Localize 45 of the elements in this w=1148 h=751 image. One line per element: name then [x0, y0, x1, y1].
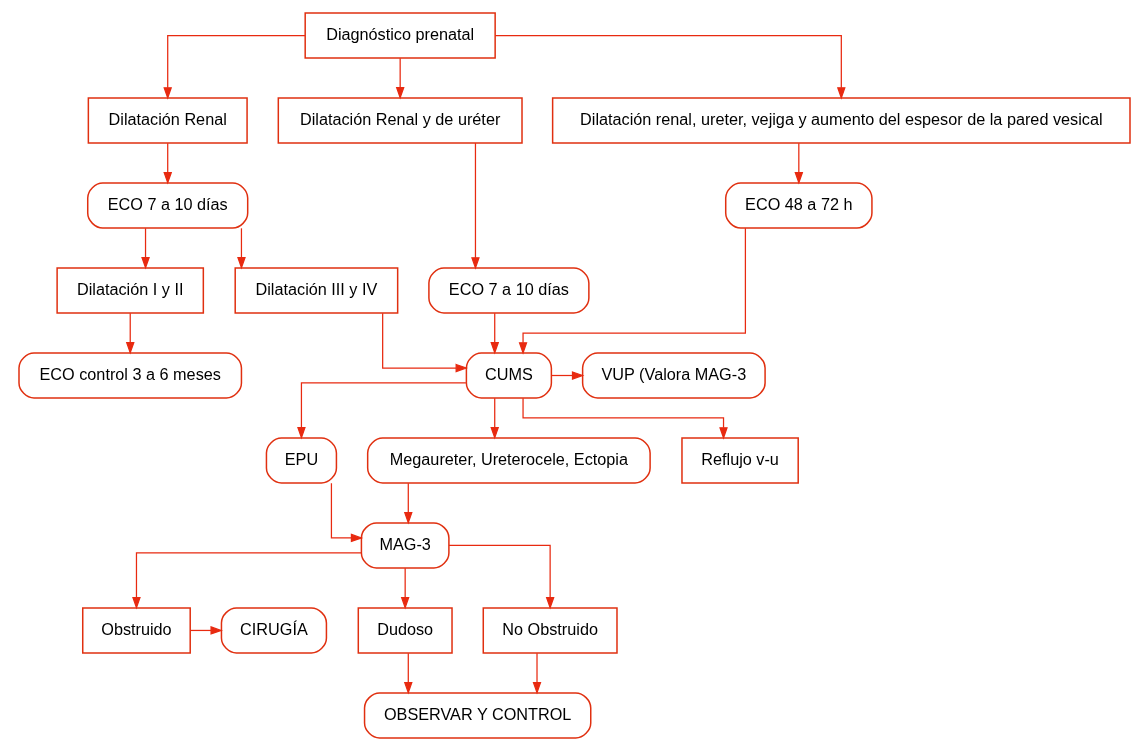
- arrow: [125, 312, 135, 355]
- arrow: [494, 34, 846, 100]
- arrow: [131, 552, 362, 610]
- node-box: Dudoso: [357, 607, 453, 654]
- arrow: [518, 227, 746, 355]
- node-box: Dilatación I y II: [55, 267, 204, 314]
- arrow: [381, 312, 468, 373]
- node-box: CUMS: [465, 352, 552, 399]
- node-box: Dilatación Renal y de uréter: [277, 97, 523, 144]
- arrow: [532, 652, 541, 695]
- node-box: ECO control 3 a 6 meses: [17, 352, 242, 399]
- arrow: [189, 626, 223, 635]
- arrow: [521, 397, 728, 440]
- arrow: [470, 142, 480, 270]
- node-box: Dilatación renal, ureter, vejiga y aumento del espesor de la pared vesical: [551, 97, 1131, 144]
- arrow: [330, 482, 363, 543]
- node-box: CIRUGÍA: [220, 607, 327, 654]
- node-box: ECO 48 a 72 h: [724, 182, 873, 229]
- arrow: [447, 544, 554, 610]
- arrow: [236, 227, 246, 270]
- node-box: Dilatación Renal: [87, 97, 248, 144]
- arrow: [162, 142, 172, 185]
- arrow: [296, 382, 467, 440]
- node-box: Megaureter, Ureterocele, Ectopia: [366, 437, 651, 484]
- arrow: [140, 227, 150, 270]
- node-box: ECO 7 a 10 días: [86, 182, 248, 229]
- node-box: No Obstruido: [482, 607, 618, 654]
- node-box: Diagnóstico prenatal: [303, 12, 496, 59]
- arrow: [793, 142, 803, 185]
- arrow: [400, 567, 410, 610]
- arrow: [403, 482, 413, 525]
- node-box: ECO 7 a 10 días: [427, 267, 590, 314]
- arrow: [489, 312, 499, 355]
- node-box: EPU: [265, 437, 337, 484]
- node-box: MAG-3: [360, 522, 450, 569]
- node-box: VUP (Valora MAG-3: [581, 352, 766, 399]
- node-box: Reflujo v-u: [680, 437, 799, 484]
- arrow: [489, 397, 499, 440]
- arrow: [550, 371, 584, 380]
- node-box: Obstruido: [81, 607, 191, 654]
- node-box: Dilatación III y IV: [233, 267, 398, 314]
- arrow: [395, 57, 405, 100]
- node-box: OBSERVAR Y CONTROL: [363, 692, 591, 739]
- arrow: [162, 34, 306, 100]
- arrow: [403, 652, 413, 695]
